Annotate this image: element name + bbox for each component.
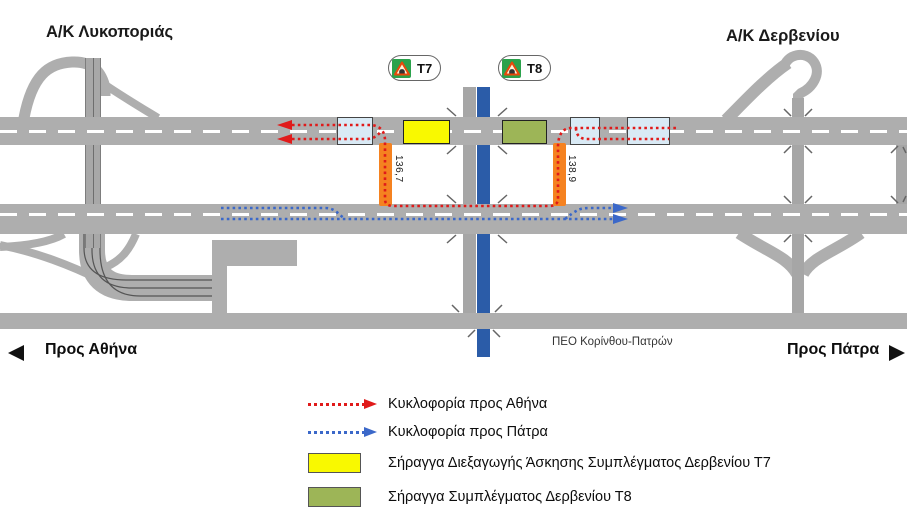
old-national-road [0, 313, 907, 329]
red-dotted-line-swatch [308, 399, 380, 409]
direction-label-athens: Προς Αθήνα [45, 341, 138, 358]
right-loop-ramp [779, 49, 822, 118]
lane-line [91, 234, 216, 289]
tunnel-t7-box [403, 120, 450, 144]
gallery-box-3 [627, 117, 670, 145]
red-route [277, 120, 676, 208]
tunnel-badge-label: T7 [417, 60, 433, 76]
red-arrowhead [277, 120, 292, 130]
blue-route [221, 203, 628, 224]
direction-label-patra: Προς Πάτρα [787, 341, 880, 358]
arrow-left-icon [8, 345, 24, 361]
green-box-swatch [308, 487, 380, 507]
lane-line [99, 234, 216, 297]
tunnel-t8-box [502, 120, 547, 144]
bridge-wing-marks [446, 107, 907, 338]
legend-label: Σήραγγα Διεξαγωγής Άσκησης Συμπλέγματος … [388, 455, 771, 471]
far-right-crossing-road [896, 140, 907, 208]
left-loop-ramp [18, 56, 111, 120]
gallery-box-1 [337, 117, 373, 145]
red-arrowhead [277, 134, 292, 144]
legend-label: Κυκλοφορία προς Πάτρα [388, 424, 548, 440]
crossover-left [379, 143, 392, 206]
right-trumpet-ramp-east [797, 228, 865, 278]
centerline-middle [0, 213, 907, 216]
legend-item-t7: Σήραγγα Διεξαγωγής Άσκησης Συμπλέγματος … [308, 453, 771, 473]
old-road-label: ΠΕΟ Κορίνθου-Πατρών [552, 336, 673, 348]
legend-item-t8: Σήραγγα Συμπλέγματος Δερβενίου Τ8 [308, 487, 632, 507]
interchange-title-left: Α/Κ Λυκοποριάς [46, 23, 174, 41]
legend-item-athens: Κυκλοφορία προς Αθήνα [308, 396, 547, 412]
arrow-right-icon [889, 345, 905, 361]
tunnel-badge-t7: T7 [388, 55, 442, 81]
km-marker-136-7: 136,7 [393, 155, 404, 183]
blue-arrowhead [613, 214, 628, 224]
tunnel-badge-t8: T8 [498, 55, 552, 81]
legend-item-patra: Κυκλοφορία προς Πάτρα [308, 424, 548, 440]
interchange-title-right: Α/Κ Δερβενίου [726, 27, 840, 45]
blue-arrow-icon [364, 427, 377, 437]
tunnel-warning-icon [502, 58, 521, 78]
service-road-stub-vertical [212, 240, 227, 313]
yellow-box-swatch [308, 453, 380, 473]
lane-line [83, 234, 216, 281]
legend-label: Κυκλοφορία προς Αθήνα [388, 396, 548, 412]
left-interchange-road [85, 58, 101, 248]
right-loop-diagonal [721, 58, 792, 125]
centerline-upper [0, 130, 907, 133]
tunnel-badge-label: T8 [527, 60, 543, 76]
km-marker-138-9: 138,9 [566, 155, 577, 183]
gallery-box-2 [570, 117, 600, 145]
red-arrow-icon [364, 399, 377, 409]
left-onramp [101, 80, 161, 122]
crossover-right [553, 143, 566, 206]
blue-dotted-line-swatch [308, 427, 380, 437]
left-exit-ramp-east [104, 232, 140, 271]
tunnel-warning-icon [392, 58, 411, 78]
legend-label: Σήραγγα Συμπλέγματος Δερβενίου Τ8 [388, 489, 632, 505]
blue-arrowhead [613, 203, 628, 213]
